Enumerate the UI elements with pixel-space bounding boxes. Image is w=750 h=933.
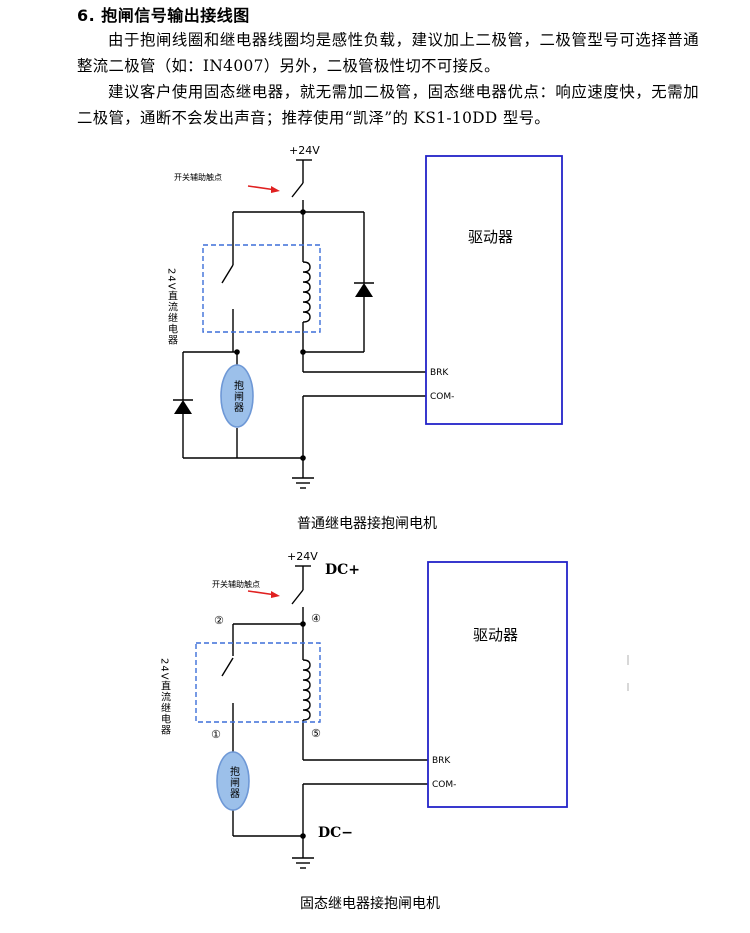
aux-contact-label: 开关辅助触点 (174, 172, 222, 182)
arrow-icon (271, 186, 280, 193)
diagram-standard-relay: +24V 开关辅助触点 驱动器 BRK COM- 24V直流继电器 抱闸器 (166, 144, 563, 489)
pin-5-label: ⑤ (311, 727, 321, 740)
com-label: COM- (432, 780, 456, 790)
aux-switch-blade (291, 182, 304, 198)
aux-contact-label: 开关辅助触点 (212, 579, 260, 589)
pin-1-label: ① (211, 728, 221, 741)
pin-2-label: ② (214, 614, 224, 627)
relay-label: 24V直流继电器 (159, 658, 171, 736)
section-number: 6. (77, 6, 96, 25)
driver-label: 驱动器 (473, 626, 518, 644)
driver-label: 驱动器 (468, 228, 513, 246)
driver-box (425, 155, 563, 425)
paragraph-diode-advice: 由于抱闸线圈和继电器线圈均是感性负载，建议加上二极管，二极管型号可选择普通整流二… (77, 31, 699, 75)
relay-coil (302, 659, 311, 721)
section-title: 抱闸信号输出接线图 (101, 6, 250, 25)
diagram-solid-state-relay: +24V DC+ 开关辅助触点 ② ④ ① ⑤ 驱动器 BRK COM- DC−… (159, 550, 629, 869)
caption-standard-relay: 普通继电器接抱闸电机 (297, 516, 437, 532)
caption-solid-state-relay: 固态继电器接抱闸电机 (300, 896, 440, 912)
relay-boundary (195, 642, 321, 723)
brk-label: BRK (432, 756, 451, 766)
arrow-icon (271, 591, 280, 598)
pin-4-label: ④ (311, 612, 321, 625)
driver-box (427, 561, 568, 808)
brake-label: 抱闸器 (232, 379, 244, 413)
dc-plus-label: DC+ (325, 562, 360, 578)
relay-contact-blade (221, 264, 234, 284)
supply-label: +24V (289, 144, 320, 157)
com-label: COM- (430, 392, 454, 402)
dc-minus-label: DC− (318, 825, 353, 841)
supply-label: +24V (287, 550, 318, 563)
section-heading: 6. 抱闸信号输出接线图 (77, 2, 250, 26)
brake-coil (216, 751, 250, 811)
relay-label: 24V直流继电器 (166, 268, 178, 346)
relay-coil (302, 261, 311, 323)
relay-boundary (202, 244, 321, 333)
paragraph-solid-state-advice: 建议客户使用固态继电器，就无需加二极管，固态继电器优点：响应速度快，无需加二极管… (77, 83, 699, 127)
brake-coil (220, 364, 254, 428)
brake-label: 抱闸器 (228, 765, 240, 799)
relay-contact-blade (221, 657, 234, 677)
brk-label: BRK (430, 368, 449, 378)
flyback-diode-coil (355, 283, 373, 297)
flyback-diode-brake (174, 400, 192, 414)
